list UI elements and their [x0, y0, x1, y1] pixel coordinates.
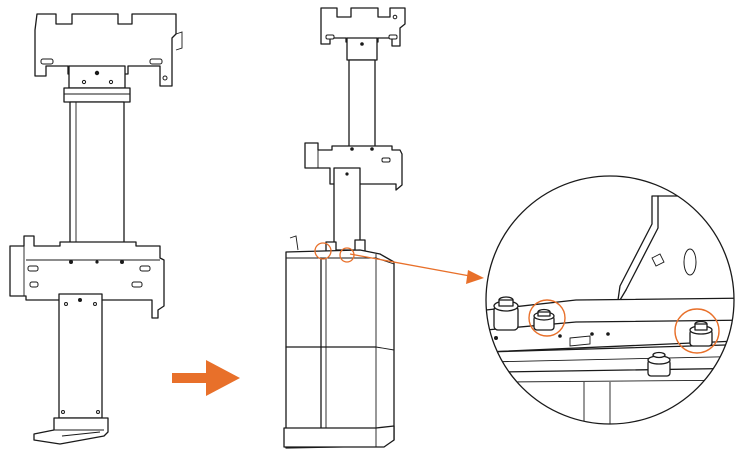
zoom-detail-circle-icon: [485, 175, 735, 425]
battery-on-bracket-icon: [283, 7, 406, 449]
leader-line-icon: [349, 253, 484, 284]
bracket-assembly-icon: [9, 13, 183, 445]
arrow-right-icon: [172, 360, 240, 396]
